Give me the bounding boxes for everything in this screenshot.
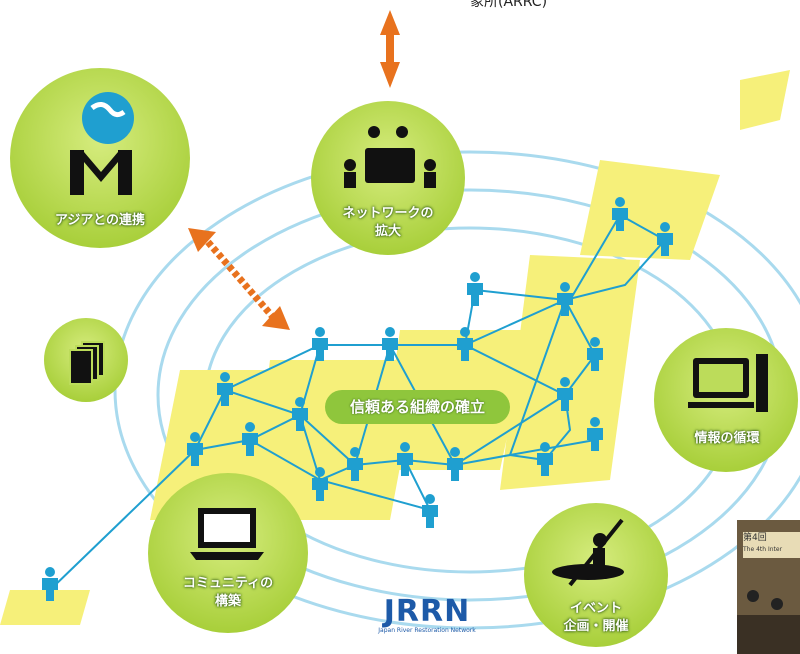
photo-person-head xyxy=(771,598,783,610)
bubble-asia-label-line1: アジアとの連携 xyxy=(54,213,146,228)
bubble-event-label-line1: イベント xyxy=(569,601,622,616)
bubble-info xyxy=(654,328,798,472)
bubble-asia xyxy=(10,68,190,248)
center-label: 信頼ある組織の確立 xyxy=(325,390,510,424)
bubble-event-label: イベント 企画・開催 xyxy=(546,600,646,636)
canoe-icon xyxy=(552,518,624,587)
handshake-globe-icon xyxy=(70,92,134,195)
diagonal-arrowhead-top xyxy=(188,228,216,252)
bubble-network-label: ネットワークの 拡大 xyxy=(318,205,458,241)
bubble-info-label-line1: 情報の循環 xyxy=(694,431,760,446)
bubble-info-label: 情報の循環 xyxy=(672,430,782,448)
bubble-network-label-line2: 拡大 xyxy=(374,224,401,239)
diagonal-arrow xyxy=(205,239,275,319)
photo-person-head xyxy=(747,590,759,602)
bubble-community-label: コミュニティの 構築 xyxy=(168,575,288,611)
bubble-asia-label: アジアとの連携 xyxy=(15,212,185,230)
laptop-icon xyxy=(190,508,264,560)
jrrn-logo-subtitle: Japan River Restoration Network xyxy=(378,627,476,634)
event-photo-subcaption: The 4th Inter xyxy=(743,546,783,553)
jrrn-logo: JRRN Japan River Restoration Network xyxy=(368,597,486,635)
header-text: 象所(ARRC) xyxy=(470,0,548,10)
bubble-docs xyxy=(44,318,128,402)
event-photo: 第4回 The 4th Inter xyxy=(737,520,800,654)
bubble-community-label-line2: 構築 xyxy=(214,594,241,609)
computer-icon xyxy=(688,354,768,412)
bubble-event xyxy=(524,503,668,647)
bubble-community-label-line1: コミュニティの xyxy=(182,576,274,591)
bubble-community xyxy=(148,473,308,633)
vertical-arrow xyxy=(380,10,400,88)
photo-audience xyxy=(737,615,800,654)
bubble-network-label-line1: ネットワークの xyxy=(342,206,434,221)
event-photo-banner: 第4回 The 4th Inter xyxy=(743,532,800,558)
bubble-network xyxy=(311,101,465,255)
diagonal-arrowhead-bottom xyxy=(262,306,290,330)
documents-icon xyxy=(69,341,105,385)
jrrn-logo-text: JRRN xyxy=(383,594,471,629)
meeting-table-icon xyxy=(344,126,436,188)
event-photo-caption: 第4回 xyxy=(743,533,767,543)
bubble-event-label-line2: 企画・開催 xyxy=(563,619,629,634)
